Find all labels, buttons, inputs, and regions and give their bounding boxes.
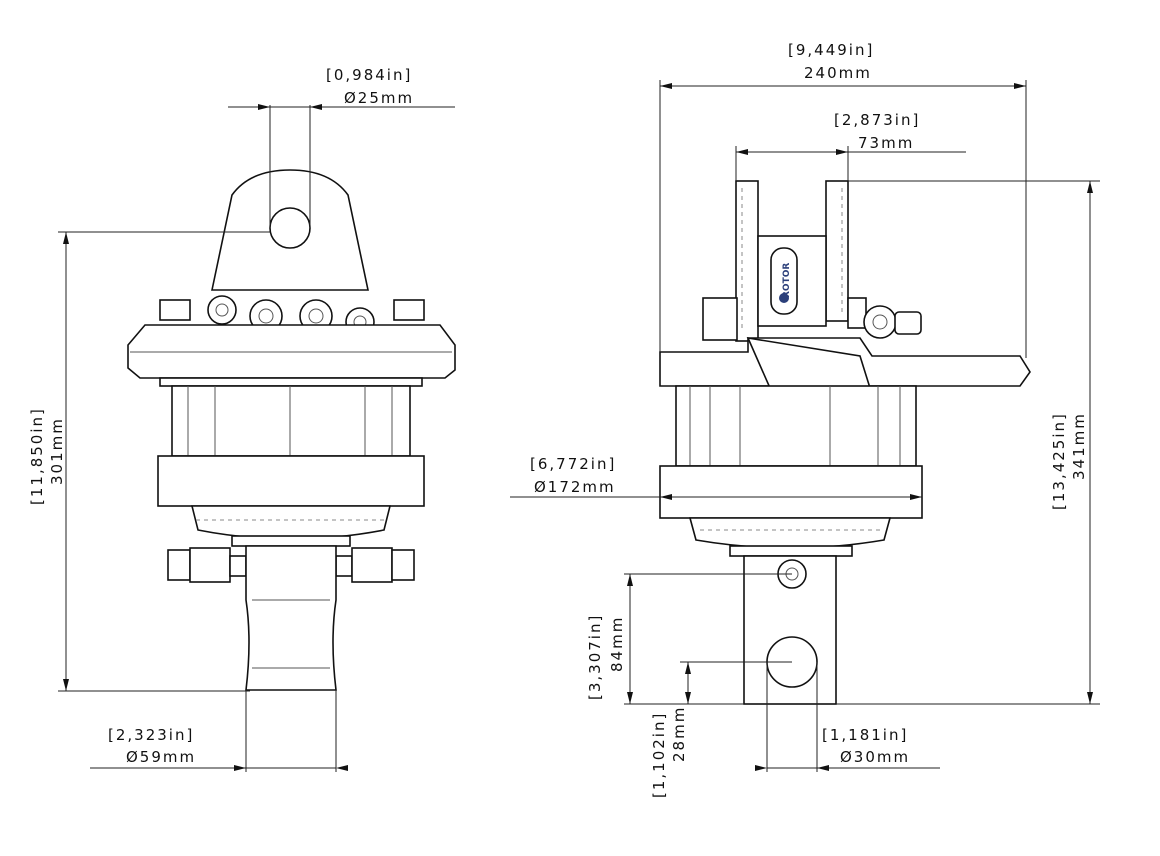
- right-body-mm-label: Ø172mm: [534, 478, 616, 496]
- side-view-dimensions: [510, 80, 1100, 772]
- side-view: ROTOR: [659, 180, 1031, 705]
- left-pin-in-label: [0,984in]: [326, 66, 412, 84]
- right-height-in-label: [13,425in]: [1050, 412, 1068, 510]
- right-hole-offset-in-label: [3,307in]: [586, 614, 604, 700]
- logo-text: ROTOR: [782, 263, 792, 298]
- right-slot-mm-label: 73mm: [858, 134, 914, 152]
- left-shaft-in-label: [2,323in]: [108, 726, 194, 744]
- left-height-mm-label: 301mm: [48, 417, 66, 485]
- right-slot-in-label: [2,873in]: [834, 111, 920, 129]
- right-width-mm-label: 240mm: [804, 64, 872, 82]
- left-pin-mm-label: Ø25mm: [344, 89, 414, 107]
- dimension-labels: [0,984in] Ø25mm [11,850in] 301mm [2,323i…: [28, 41, 1088, 798]
- left-height-in-label: [11,850in]: [28, 407, 46, 505]
- front-view: [127, 169, 456, 691]
- right-hole-offset-mm-label: 84mm: [608, 616, 626, 672]
- logo-icon: [779, 293, 789, 303]
- right-width-in-label: [9,449in]: [788, 41, 874, 59]
- right-hole-bottom-in-label: [1,102in]: [650, 712, 668, 798]
- front-view-dimensions: [58, 104, 455, 772]
- right-hole-bottom-mm-label: 28mm: [670, 706, 688, 762]
- right-hole-in-label: [1,181in]: [822, 726, 908, 744]
- left-shaft-mm-label: Ø59mm: [126, 748, 196, 766]
- right-height-mm-label: 341mm: [1070, 412, 1088, 480]
- right-body-in-label: [6,772in]: [530, 455, 616, 473]
- right-hole-mm-label: Ø30mm: [840, 748, 910, 766]
